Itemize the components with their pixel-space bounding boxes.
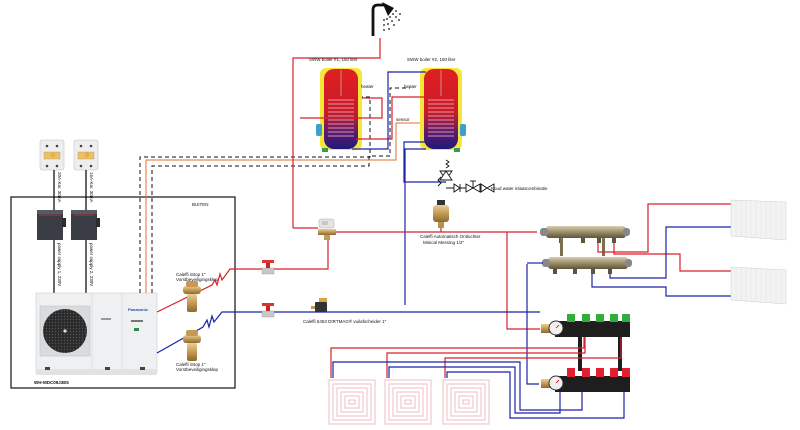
ufh-manifold-bracket-right: [618, 337, 622, 371]
three-way-valve[interactable]: [318, 218, 336, 240]
dirt-separator-label: Caleffi 5453 DIRTMAG® vuilafscheider 1": [303, 318, 387, 324]
supply-to-ufh: [506, 232, 540, 330]
ufh-loop-1-supply: [330, 337, 585, 378]
radiator-manifold-supply: [540, 226, 630, 256]
radiator-manifold-return: [542, 257, 632, 274]
air-vent-label: Caleffi Automatisch Ontluchter: [420, 234, 481, 239]
istop-valve-top: [183, 281, 201, 312]
boiler-2-heater-label: heater: [404, 84, 417, 89]
sensor-cable: [145, 122, 420, 293]
radiator-2-return: [591, 274, 731, 297]
ball-valve-return[interactable]: [261, 303, 275, 318]
radiator-2: [730, 266, 787, 305]
istop-bottom-label: Caleffi iStop 1": [176, 362, 206, 367]
radiator-2-supply: [613, 243, 731, 272]
power-supply-1-label: power supply 1, 230V: [57, 243, 62, 286]
ufh-loop-1-return: [332, 361, 583, 411]
ufh-loop-3: [442, 379, 490, 425]
ufh-loop-3-supply: [444, 337, 622, 378]
boiler-2-coil-return: [404, 148, 426, 305]
shower-hot-water-pipe: [292, 38, 381, 228]
power-supply-2-label: power supply 2, 230V: [89, 243, 94, 286]
istop-bottom-sublabel: Vorstbeveiligingsklep: [176, 367, 219, 372]
cold-water-inlet-combination: [437, 159, 495, 193]
boiler-1-label: SWW boiler #1, 150 liter: [309, 57, 358, 62]
istop-top-label: Caleffi iStop 1": [176, 272, 206, 277]
outside-area-label: BUITEN: [192, 202, 209, 207]
ufh-loop-1: [328, 379, 376, 425]
ufh-loop-2-return: [388, 366, 561, 414]
ufh-loop-2-supply: [386, 337, 586, 378]
breaker-1-label: 20A-Kar. 30mA: [57, 172, 62, 203]
heater1-control-cable: [139, 156, 318, 293]
boiler-2-label: SWW boiler #2, 150 liter: [407, 57, 456, 62]
return-from-ufh: [526, 312, 539, 385]
ball-valve-supply[interactable]: [261, 260, 275, 275]
istop-top-sublabel: Vorstbeveiligingsklep: [176, 277, 219, 282]
shower-icon: [371, 2, 401, 36]
outside-area-box: [10, 196, 236, 389]
radiator-1: [730, 199, 787, 241]
heat-pump-brand: Panasonic: [128, 307, 149, 312]
main-return-to-heat-pump: [156, 311, 540, 354]
ufh-loop-3-return: [446, 371, 625, 419]
main-supply-from-heat-pump: [156, 233, 329, 313]
radiator-1-return: [609, 226, 731, 279]
heater2-control-cable: [151, 87, 410, 293]
ufh-manifold-return: [541, 368, 630, 392]
ufh-manifold-supply: [541, 314, 630, 337]
istop-valve-bottom: [183, 330, 201, 361]
breaker-2: [73, 139, 99, 171]
isolator-switch-1: [37, 210, 66, 240]
boiler-2-sensor-label: sensor: [396, 117, 410, 122]
radiator-1-supply: [597, 203, 731, 253]
boiler-1: [316, 68, 362, 152]
boiler-1-to-boiler-2: [356, 96, 424, 140]
boiler-1-return: [352, 71, 426, 150]
boiler-2: [420, 68, 466, 152]
heat-pump-unit: Panasonic: [35, 292, 158, 375]
ufh-loop-2: [384, 379, 432, 425]
dirt-separator: [311, 298, 327, 312]
isolator-switch-2: [71, 210, 100, 240]
breaker-2-label: 16A-Kar. 30mA: [89, 172, 94, 203]
air-vent-sublabel: Minical Messing 1/2": [423, 240, 465, 245]
boiler-1-heater-label: heater: [361, 84, 374, 89]
cold-water-label: Koud water inlaatcombinatie: [491, 186, 548, 191]
heat-pump-model: WH-MDC09J3E5: [34, 380, 69, 385]
automatic-air-vent: [433, 200, 449, 228]
boiler-2-cold-inlet: [403, 141, 446, 183]
breaker-1: [39, 139, 65, 171]
boiler-1-coil-supply: [300, 97, 383, 119]
ufh-manifold-bracket-left: [578, 337, 582, 371]
